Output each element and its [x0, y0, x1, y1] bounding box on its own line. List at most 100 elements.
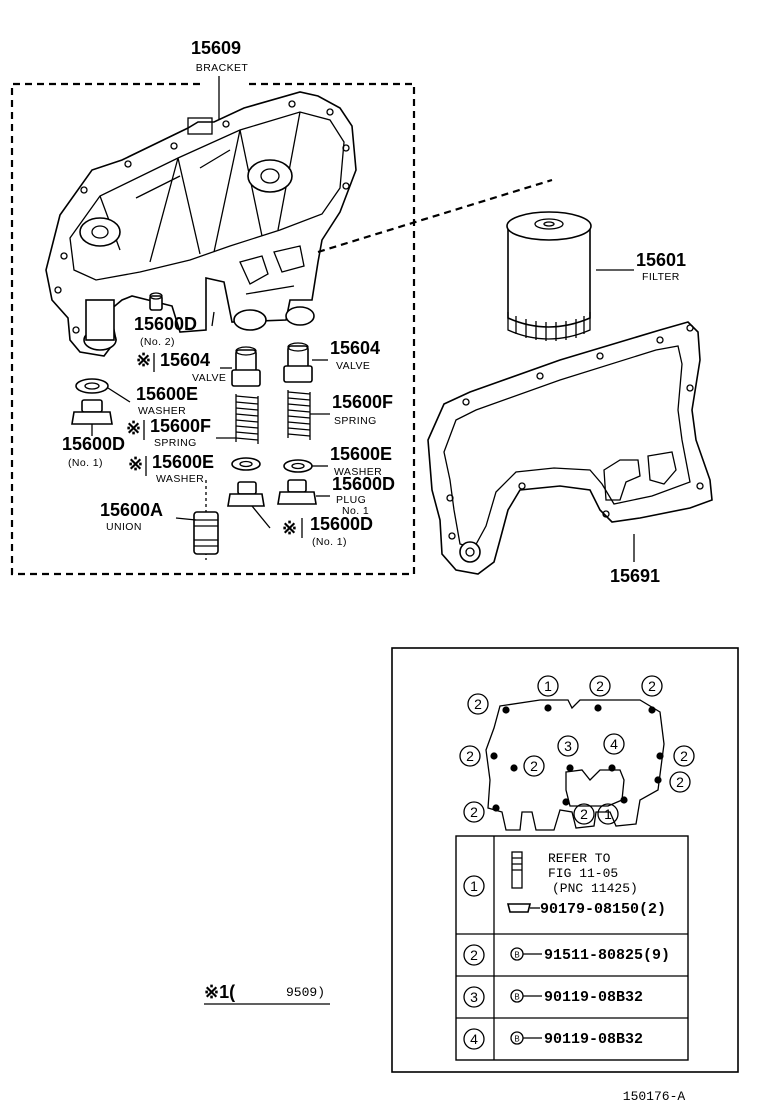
bracket-part-number: 15609 [191, 38, 241, 58]
bracket-illustration [45, 91, 357, 357]
gasket-illustration [427, 321, 713, 575]
footnote-mark: ※1( [204, 982, 235, 1002]
callout-2: 1 [537, 675, 559, 697]
callout-3: 2 [589, 675, 611, 697]
callout-13: 2 [573, 803, 595, 825]
callout-5: 2 [459, 745, 481, 767]
refer-line-3: (PNC 11425) [552, 881, 638, 896]
callout-11: 2 [463, 801, 485, 823]
callout-text: 3 [564, 738, 572, 754]
union-part-number: 15600A [100, 500, 163, 520]
table-part-2: 91511-80825(9) [544, 947, 670, 964]
callout-text: 1 [544, 678, 552, 694]
spring-right-illustration [287, 390, 311, 440]
filter-part-number: 15601 [636, 250, 686, 270]
valve-left-label: VALVE [192, 372, 226, 384]
washer-left-leader [107, 387, 131, 403]
callout-4: 2 [641, 675, 663, 697]
washer-right-part-number: 15600E [330, 444, 392, 464]
refer-line-1: REFER TO [548, 851, 611, 866]
union-illustration [193, 511, 219, 555]
spring-left-part-number: 15600F [150, 416, 211, 436]
plug-bottom-mark: ※ [282, 518, 297, 538]
callout-text: 2 [474, 696, 482, 712]
spring-left-illustration [235, 394, 259, 444]
plug-no2-leader [211, 311, 215, 327]
plug-no1-left-part-number: 15600D [62, 434, 125, 454]
bolt-table: 1 REFER TO FIG 11-05 (PNC 11425) 90179-0… [455, 835, 689, 1061]
spring-right-label: SPRING [334, 415, 377, 427]
callout-8: 2 [523, 755, 545, 777]
union-label: UNION [106, 521, 142, 533]
table-part-4: 90119-08B32 [544, 1031, 643, 1048]
figure-id: 150176-A [623, 1089, 686, 1104]
washer2-left-part-number: 15600E [152, 452, 214, 472]
plug-right-label: PLUG [336, 494, 366, 506]
callout-6: 3 [557, 735, 579, 757]
callout-text: 4 [610, 736, 618, 752]
washer-right-illustration [283, 459, 313, 473]
callout-text: 2 [680, 748, 688, 764]
table-part-3: 90119-08B32 [544, 989, 643, 1006]
bracket-boundary [10, 82, 416, 576]
bracket-label: BRACKET [196, 62, 249, 74]
callout-text: 2 [530, 758, 538, 774]
washer2-left-illustration [231, 457, 261, 471]
washer2-left-label: WASHER [156, 473, 204, 485]
plug-left-center-illustration [227, 481, 265, 507]
washer-right-label: WASHER [334, 466, 382, 478]
callout-text: 1 [604, 806, 612, 822]
table-key-2: 2 [470, 947, 478, 963]
plug-no2-note: (No. 2) [140, 336, 175, 348]
table-prefix-4: B [514, 1035, 519, 1044]
plug-no1-left-note: (No. 1) [68, 457, 103, 469]
spring-right-part-number: 15600F [332, 392, 393, 412]
callout-14: 1 [597, 803, 619, 825]
bolt-callouts: 2 1 2 2 2 3 4 2 2 2 2 2 1 [459, 675, 695, 825]
table-prefix-2: B [514, 951, 519, 960]
callout-10: 2 [669, 771, 691, 793]
valve-right-part-number: 15604 [330, 338, 380, 358]
filter-dashed-leader [317, 178, 553, 254]
plug-right-part-number: 15600D [332, 474, 395, 494]
valve-left-mark: ※ [136, 350, 151, 370]
plug-bottom-leader [251, 505, 271, 529]
union-leader [175, 517, 197, 521]
plug-right-illustration [277, 479, 317, 505]
valve-right-illustration [283, 342, 313, 383]
filter-illustration [506, 211, 592, 341]
callout-text: 2 [676, 774, 684, 790]
washer2-left-mark: ※ [128, 454, 143, 474]
plug-bottom-note: (No. 1) [312, 536, 347, 548]
callout-9: 2 [673, 745, 695, 767]
callout-text: 2 [466, 748, 474, 764]
callout-text: 2 [580, 806, 588, 822]
valve-right-label: VALVE [336, 360, 370, 372]
spring-left-label: SPRING [154, 437, 197, 449]
gasket-part-number: 15691 [610, 566, 660, 586]
valve-left-illustration [231, 346, 261, 387]
plug-bottom-part-number: 15600D [310, 514, 373, 534]
table-key-3: 3 [470, 989, 478, 1005]
washer-left-illustration [75, 378, 109, 394]
bolt-panel-frame [391, 647, 739, 1073]
callout-7: 4 [603, 733, 625, 755]
callout-text: 2 [596, 678, 604, 694]
callout-1: 2 [467, 693, 489, 715]
footnote-date: 9509) [286, 985, 325, 1000]
table-key-1: 1 [470, 878, 478, 894]
plug-no1-left-illustration [71, 399, 113, 436]
table-part-1: 90179-08150(2) [540, 901, 666, 918]
washer-left-part-number: 15600E [136, 384, 198, 404]
filter-label: FILTER [642, 271, 680, 283]
table-prefix-3: B [514, 993, 519, 1002]
table-key-4: 4 [470, 1031, 478, 1047]
washer-left-label: WASHER [138, 405, 186, 417]
plug-no2-part-number: 15600D [134, 314, 197, 334]
valve-left-part-number: 15604 [160, 350, 210, 370]
plug-no2-illustration [149, 292, 163, 311]
callout-text: 2 [470, 804, 478, 820]
bolt-dots [490, 704, 664, 812]
plug-right-note: No. 1 [342, 505, 369, 517]
